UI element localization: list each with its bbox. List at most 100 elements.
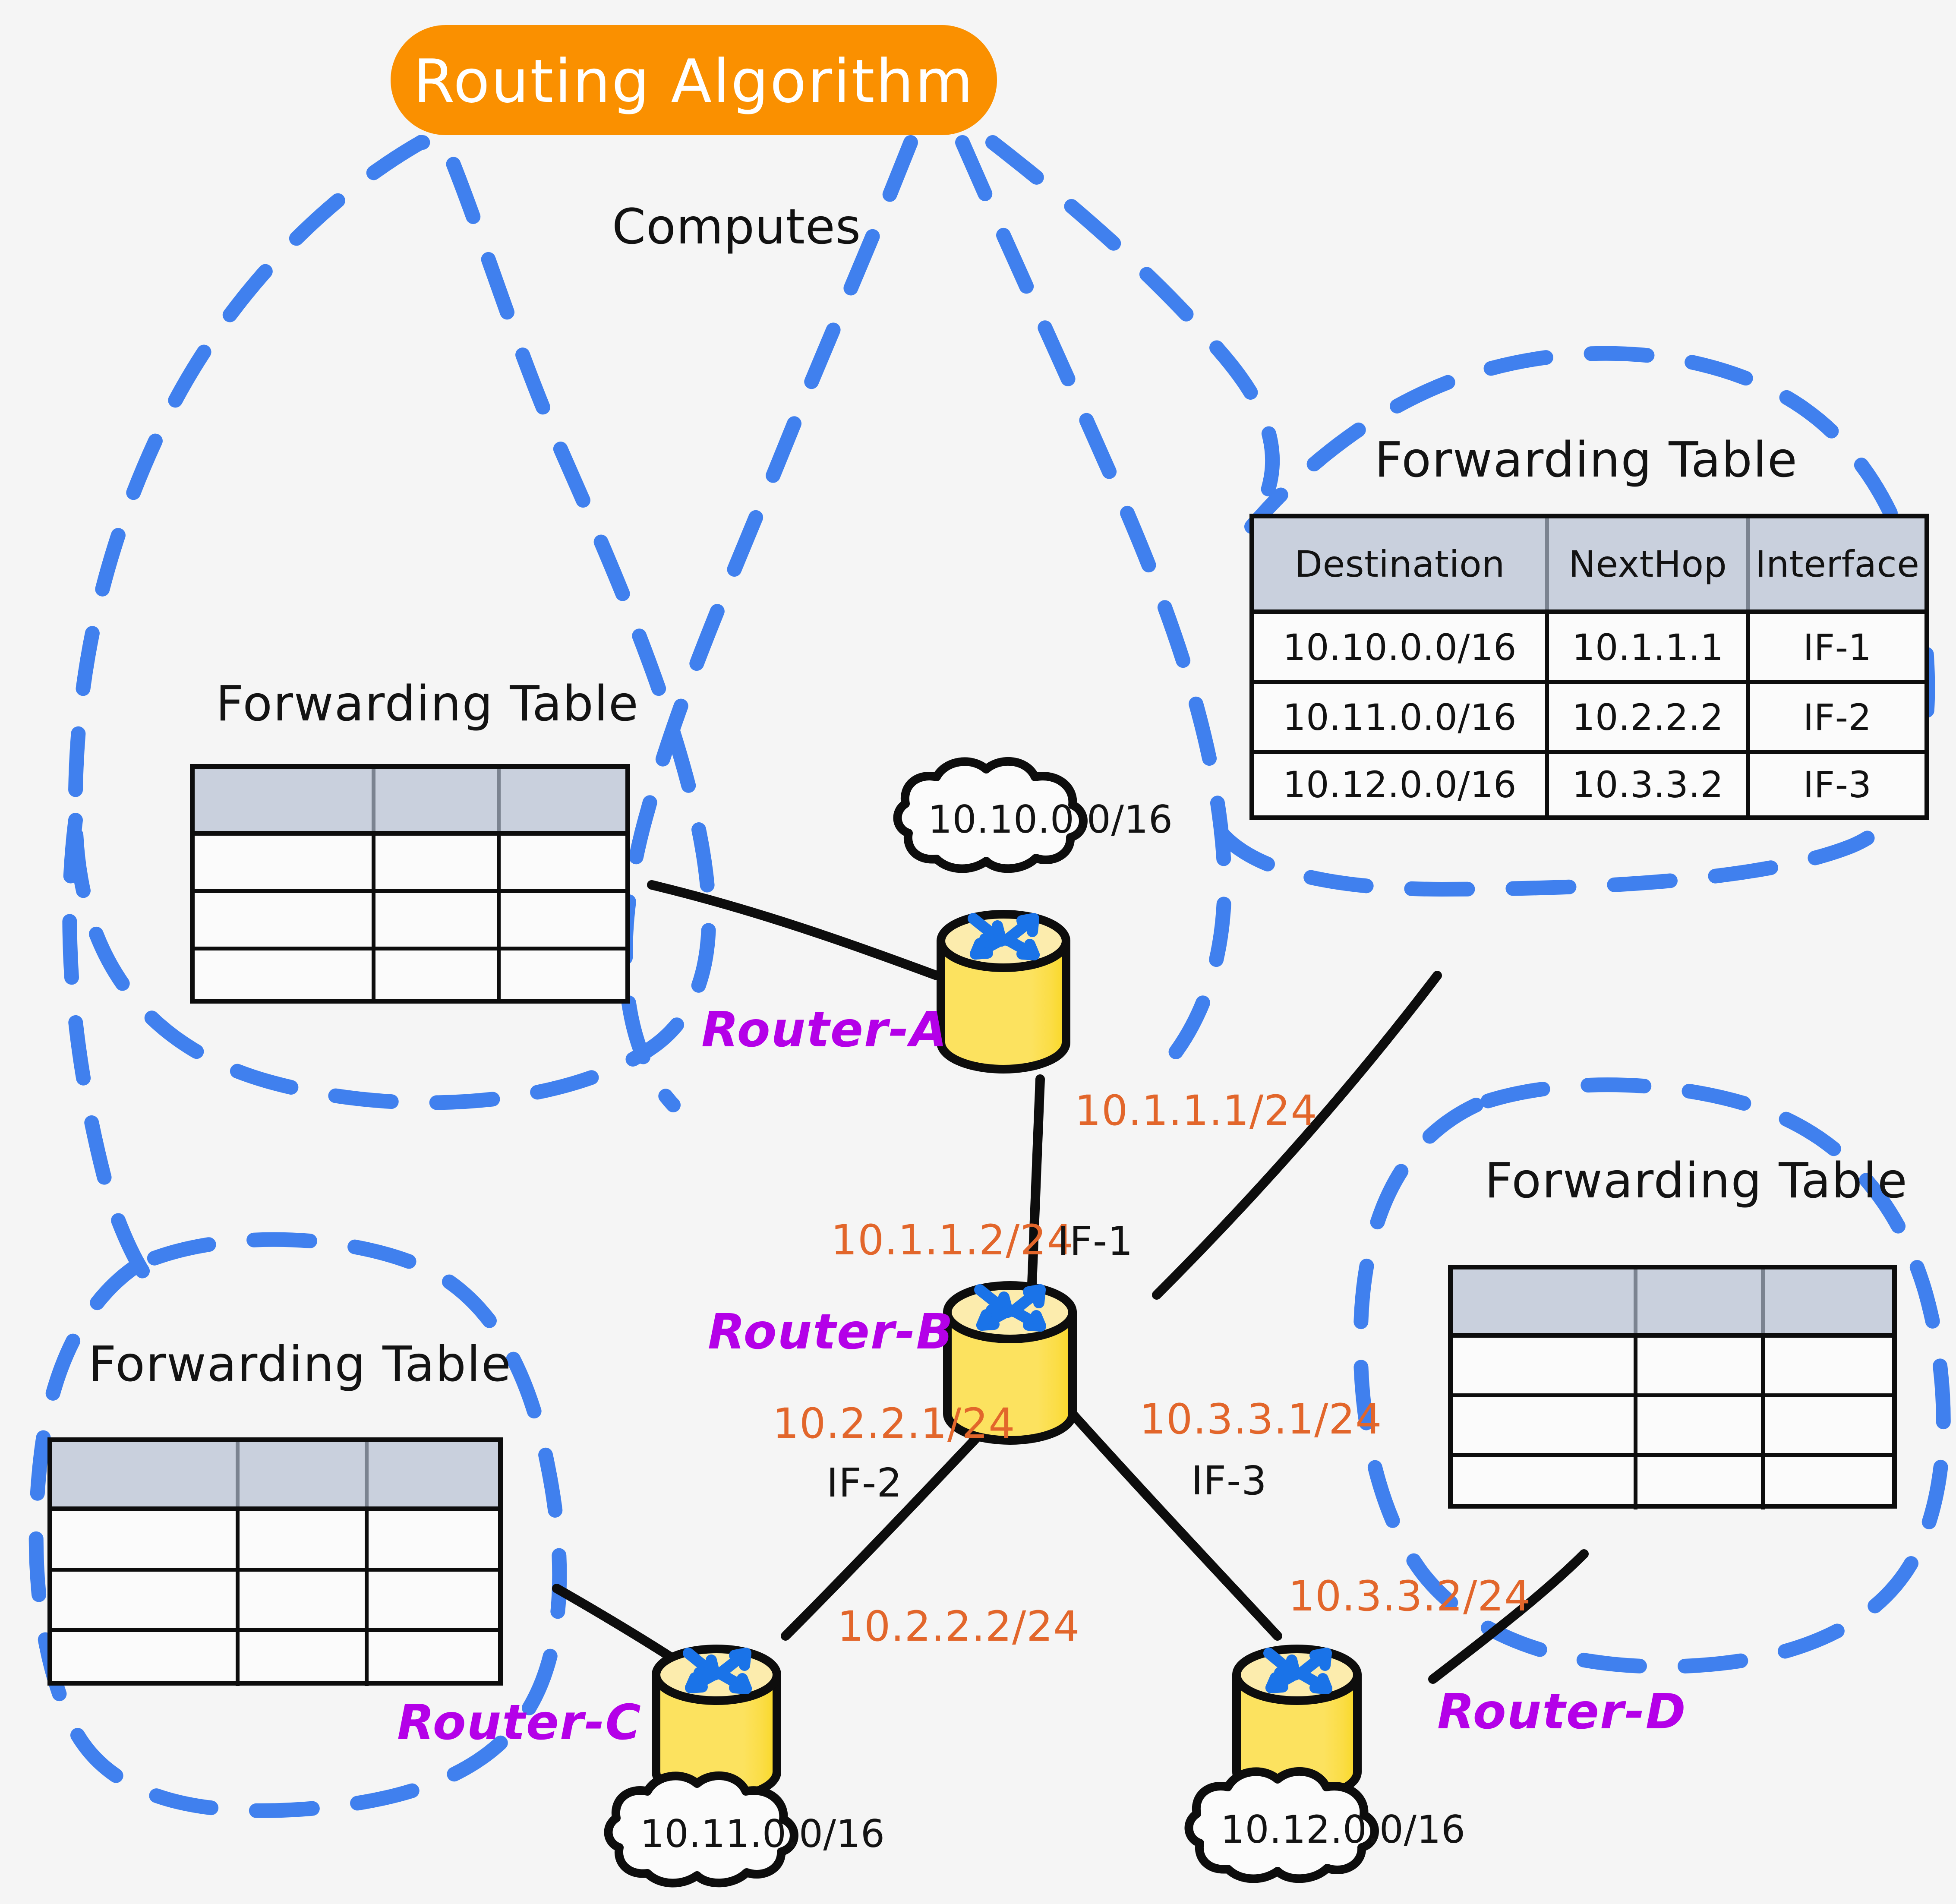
link-a-b bbox=[1027, 1074, 1045, 1300]
ip-label-d-side: 10.3.3.2/24 bbox=[1288, 1572, 1531, 1620]
table-header-row bbox=[1453, 1269, 1892, 1338]
cell-destination bbox=[52, 1572, 240, 1628]
link-b-c bbox=[781, 1402, 1010, 1641]
computes-label: Computes bbox=[612, 199, 861, 255]
link-table-a bbox=[647, 880, 941, 980]
forwarding-table-caption-c: Forwarding Table bbox=[88, 1336, 512, 1392]
page-title: Routing Algorithm bbox=[413, 46, 975, 116]
router-b-icon[interactable] bbox=[943, 1281, 1077, 1445]
table-header-interface bbox=[501, 769, 625, 831]
cell-nexthop bbox=[240, 1511, 369, 1568]
cell-destination bbox=[1453, 1338, 1637, 1393]
cell-interface: IF-1 bbox=[1803, 626, 1872, 669]
table-header-interface bbox=[369, 1442, 498, 1506]
cell-nexthop bbox=[375, 950, 501, 1002]
title-chip bbox=[391, 25, 997, 135]
cell-interface bbox=[369, 1511, 498, 1568]
cell-nexthop bbox=[1637, 1338, 1765, 1393]
forwarding-table-router-b: Destination NextHop Interface 10.10.0.0/… bbox=[1249, 514, 1929, 820]
cell-destination bbox=[195, 950, 376, 1002]
router-a-icon[interactable] bbox=[937, 910, 1070, 1074]
table-header-destination bbox=[195, 769, 376, 831]
cell-interface: IF-2 bbox=[1803, 696, 1872, 739]
table-header-destination bbox=[1453, 1269, 1637, 1333]
grouping-outline-router-c bbox=[28, 813, 567, 1818]
cell-destination bbox=[195, 836, 376, 889]
forwarding-table-caption-a: Forwarding Table bbox=[216, 676, 639, 732]
table-header-row: Destination NextHop Interface bbox=[1254, 518, 1924, 614]
cell-interface bbox=[1765, 1457, 1892, 1509]
table-header-interface bbox=[1765, 1269, 1892, 1333]
forwarding-table-caption-b: Forwarding Table bbox=[1375, 432, 1798, 488]
interface-label-if2: IF-2 bbox=[827, 1460, 902, 1506]
table-row bbox=[1453, 1457, 1892, 1509]
table-header-destination bbox=[52, 1442, 240, 1506]
ip-label-c-side: 10.2.2.2/24 bbox=[837, 1602, 1080, 1651]
cell-nexthop bbox=[375, 836, 501, 889]
table-header-nexthop bbox=[1637, 1269, 1765, 1333]
four-way-arrows-icon bbox=[1263, 1648, 1332, 1694]
cell-nexthop: 10.2.2.2 bbox=[1549, 684, 1751, 750]
interface-label-if3: IF-3 bbox=[1191, 1458, 1267, 1504]
cell-destination: 10.12.0.0/16 bbox=[1254, 754, 1549, 815]
cell-nexthop: 10.3.3.2 bbox=[1549, 754, 1751, 815]
cloud-c-icon bbox=[604, 1771, 798, 1888]
cell-interface bbox=[501, 893, 625, 947]
table-row bbox=[195, 893, 625, 950]
cloud-label-a: 10.10.0.0/16 bbox=[928, 797, 1173, 842]
table-header-row bbox=[52, 1442, 498, 1511]
table-row bbox=[52, 1632, 498, 1686]
router-c-icon[interactable] bbox=[652, 1645, 781, 1802]
cell-interface bbox=[369, 1632, 498, 1686]
cell-destination bbox=[1453, 1397, 1637, 1453]
table-row bbox=[195, 836, 625, 893]
link-b-d bbox=[1066, 1407, 1282, 1641]
cell-nexthop bbox=[1637, 1457, 1765, 1509]
forwarding-table-router-a bbox=[190, 764, 630, 1004]
cell-destination bbox=[1453, 1457, 1637, 1509]
cell-interface bbox=[1765, 1338, 1892, 1393]
cloud-label-c: 10.11.0.0/16 bbox=[640, 1812, 885, 1856]
cell-interface bbox=[501, 836, 625, 889]
ip-label-b-d: 10.3.3.1/24 bbox=[1139, 1395, 1382, 1443]
table-row bbox=[52, 1572, 498, 1632]
table-row bbox=[1453, 1338, 1892, 1397]
link-table-b bbox=[1152, 971, 1442, 1300]
ip-label-a-b-top: 10.1.1.1/24 bbox=[1075, 1086, 1318, 1135]
cell-destination: 10.11.0.0/16 bbox=[1254, 684, 1549, 750]
table-header-interface: Interface bbox=[1755, 543, 1920, 585]
ip-label-b-a-side: 10.1.1.2/24 bbox=[831, 1216, 1074, 1264]
cloud-label-d: 10.12.0.0/16 bbox=[1221, 1807, 1466, 1852]
router-a-label: Router-A bbox=[701, 1002, 948, 1058]
cell-interface bbox=[369, 1572, 498, 1628]
table-row: 10.12.0.0/16 10.3.3.2 IF-3 bbox=[1254, 754, 1924, 815]
router-c-label: Router-C bbox=[397, 1695, 642, 1751]
cell-nexthop: 10.1.1.1 bbox=[1549, 614, 1751, 680]
ip-label-b-c: 10.2.2.1/24 bbox=[773, 1399, 1016, 1448]
four-way-arrows-icon bbox=[968, 913, 1040, 960]
cell-interface bbox=[1765, 1397, 1892, 1453]
four-way-arrows-icon bbox=[683, 1648, 752, 1694]
cell-interface bbox=[501, 950, 625, 1002]
cell-nexthop bbox=[1637, 1397, 1765, 1453]
cell-interface: IF-3 bbox=[1803, 764, 1872, 806]
link-table-d bbox=[1428, 1549, 1589, 1684]
table-row: 10.10.0.0/16 10.1.1.1 IF-1 bbox=[1254, 614, 1924, 684]
grouping-outline-router-d bbox=[1353, 1077, 1951, 1674]
table-row bbox=[195, 950, 625, 1002]
forwarding-table-caption-d: Forwarding Table bbox=[1485, 1153, 1908, 1209]
cell-destination bbox=[52, 1511, 240, 1568]
forwarding-table-router-d bbox=[1448, 1265, 1897, 1509]
grouping-outline-router-a bbox=[68, 135, 716, 1110]
cell-nexthop bbox=[375, 893, 501, 947]
table-header-destination: Destination bbox=[1254, 518, 1549, 609]
interface-label-if1: IF-1 bbox=[1057, 1218, 1133, 1264]
router-b-label: Router-B bbox=[708, 1304, 954, 1360]
cloud-d-icon bbox=[1184, 1767, 1379, 1883]
table-header-nexthop bbox=[375, 769, 501, 831]
table-row bbox=[52, 1511, 498, 1572]
table-header-nexthop bbox=[240, 1442, 369, 1506]
table-row bbox=[1453, 1397, 1892, 1457]
